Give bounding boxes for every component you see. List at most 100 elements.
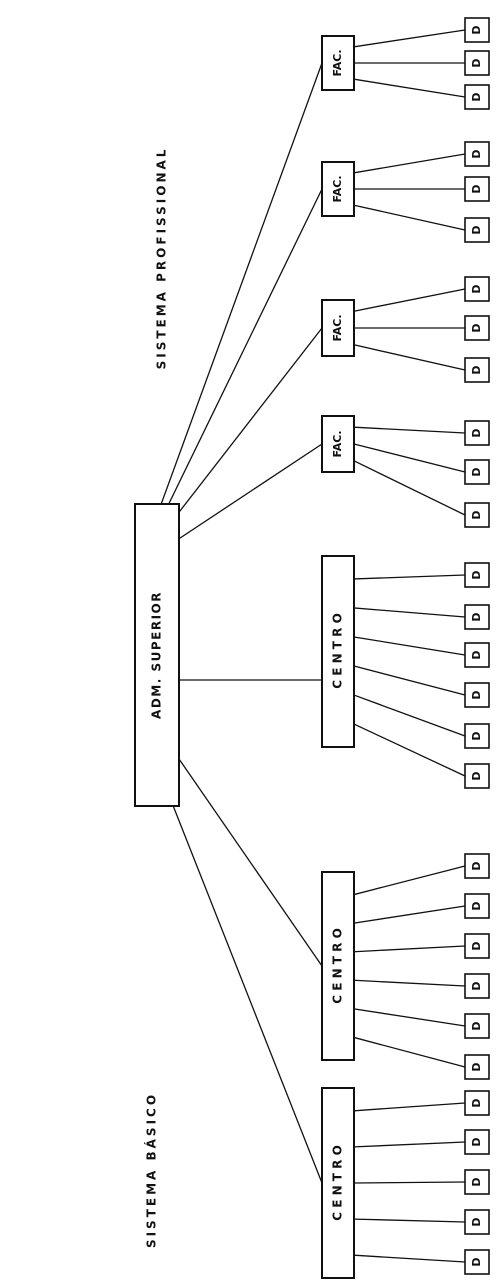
- basic-system-label: SISTEMA BÁSICO: [144, 1092, 159, 1248]
- edge-child-5-leaf-1: [354, 575, 465, 579]
- leaf-label-group: D: [470, 941, 483, 950]
- child-label-group-fac-3: FAC.: [331, 314, 344, 341]
- leaf-label: D: [470, 428, 483, 437]
- child-label-fac-1: FAC.: [331, 49, 344, 76]
- leaf-label-group: D: [470, 861, 483, 870]
- child-label-group-centro-2: C E N T R O: [331, 928, 345, 1004]
- edge-root-child-7: [159, 770, 322, 1183]
- leaf-label: D: [470, 1257, 483, 1266]
- edge-root-child-4: [159, 444, 322, 552]
- leaf-label: D: [470, 1062, 483, 1071]
- leaf-label-group: D: [470, 650, 483, 659]
- leaf-label: D: [470, 510, 483, 519]
- edge-root-child-1: [159, 63, 322, 510]
- leaf-label: D: [470, 92, 483, 101]
- leaf-label: D: [470, 650, 483, 659]
- edge-child-1-leaf-1: [354, 30, 465, 47]
- leaf-label: D: [470, 981, 483, 990]
- basic-system-label-group: SISTEMA BÁSICO: [144, 1092, 159, 1248]
- child-label-group-centro-3: C E N T R O: [331, 1145, 345, 1221]
- professional-system-label: SISTEMA PROFISSIONAL: [155, 147, 169, 370]
- child-label-centro-2: C E N T R O: [331, 928, 345, 1004]
- leaf-label: D: [470, 612, 483, 621]
- root-label: ADM. SUPERIOR: [150, 591, 164, 719]
- child-label-fac-2: FAC.: [331, 175, 344, 202]
- leaf-label: D: [470, 1217, 483, 1226]
- leaf-label-group: D: [470, 184, 483, 193]
- leaf-label: D: [470, 1098, 483, 1107]
- edge-child-7-leaf-1: [354, 1103, 465, 1111]
- edge-child-2-leaf-1: [354, 154, 465, 173]
- leaf-label: D: [470, 731, 483, 740]
- child-label-centro-1: C E N T R O: [331, 613, 345, 689]
- leaf-label: D: [470, 901, 483, 910]
- leaf-label-group: D: [470, 1257, 483, 1266]
- leaf-label: D: [470, 1021, 483, 1030]
- leaves: D D D D D D D D D D D D D D D D D D D D D D D D D D D D D: [465, 18, 489, 1274]
- edge-child-3-leaf-1: [354, 289, 465, 311]
- edge-child-4-leaf-3: [354, 461, 465, 515]
- child-label-group-fac-1: FAC.: [331, 49, 344, 76]
- leaf-label-group: D: [470, 570, 483, 579]
- edge-child-7-leaf-4: [354, 1219, 465, 1222]
- leaf-label-group: D: [470, 612, 483, 621]
- leaf-label-group: D: [470, 901, 483, 910]
- edge-child-5-leaf-4: [354, 666, 465, 695]
- professional-system-label-group: SISTEMA PROFISSIONAL: [155, 147, 169, 370]
- leaf-label: D: [470, 225, 483, 234]
- edge-child-7-leaf-5: [354, 1255, 465, 1262]
- leaf-label: D: [470, 365, 483, 374]
- leaf-label-group: D: [470, 1217, 483, 1226]
- leaf-label-group: D: [470, 1098, 483, 1107]
- leaf-label-group: D: [470, 771, 483, 780]
- leaf-label: D: [470, 323, 483, 332]
- edge-root-child-3: [159, 328, 322, 538]
- leaf-label-group: D: [470, 1177, 483, 1186]
- leaf-label-group: D: [470, 284, 483, 293]
- leaf-label: D: [470, 570, 483, 579]
- edge-child-6-leaf-6: [354, 1037, 465, 1067]
- edge-child-7-leaf-2: [354, 1142, 465, 1147]
- leaf-label-group: D: [470, 1021, 483, 1030]
- leaf-label: D: [470, 184, 483, 193]
- leaf-label-group: D: [470, 225, 483, 234]
- leaf-label-group: D: [470, 58, 483, 67]
- edge-root-child-6: [159, 730, 322, 966]
- edge-child-4-leaf-1: [354, 427, 465, 433]
- leaf-label-group: D: [470, 149, 483, 158]
- edge-child-6-leaf-5: [354, 1009, 465, 1026]
- edge-child-5-leaf-2: [354, 608, 465, 617]
- leaf-label-group: D: [470, 365, 483, 374]
- leaf-label-group: D: [470, 1062, 483, 1071]
- edge-child-6-leaf-3: [354, 946, 465, 952]
- leaf-label-group: D: [470, 467, 483, 476]
- leaf-label-group: D: [470, 690, 483, 699]
- leaf-label-group: D: [470, 1137, 483, 1146]
- child-label-centro-3: C E N T R O: [331, 1145, 345, 1221]
- edge-child-5-leaf-6: [354, 724, 465, 776]
- leaf-label: D: [470, 941, 483, 950]
- leaf-label-group: D: [470, 428, 483, 437]
- child-label-fac-4: FAC.: [331, 430, 344, 457]
- leaf-label-group: D: [470, 731, 483, 740]
- edges: [159, 30, 465, 1262]
- leaf-label-group: D: [470, 25, 483, 34]
- edge-child-5-leaf-3: [354, 637, 465, 655]
- child-label-group-centro-1: C E N T R O: [331, 613, 345, 689]
- leaf-label-group: D: [470, 981, 483, 990]
- leaf-label: D: [470, 690, 483, 699]
- leaf-label: D: [470, 861, 483, 870]
- edge-root-child-2: [159, 189, 322, 524]
- leaf-label: D: [470, 467, 483, 476]
- leaf-label: D: [470, 149, 483, 158]
- edge-child-4-leaf-2: [354, 444, 465, 472]
- root-label-group: ADM. SUPERIOR: [150, 591, 164, 719]
- child-label-fac-3: FAC.: [331, 314, 344, 341]
- leaf-label: D: [470, 58, 483, 67]
- leaf-label: D: [470, 25, 483, 34]
- leaf-label-group: D: [470, 92, 483, 101]
- leaf-label: D: [470, 1137, 483, 1146]
- leaf-label-group: D: [470, 510, 483, 519]
- leaf-label: D: [470, 771, 483, 780]
- leaf-label: D: [470, 1177, 483, 1186]
